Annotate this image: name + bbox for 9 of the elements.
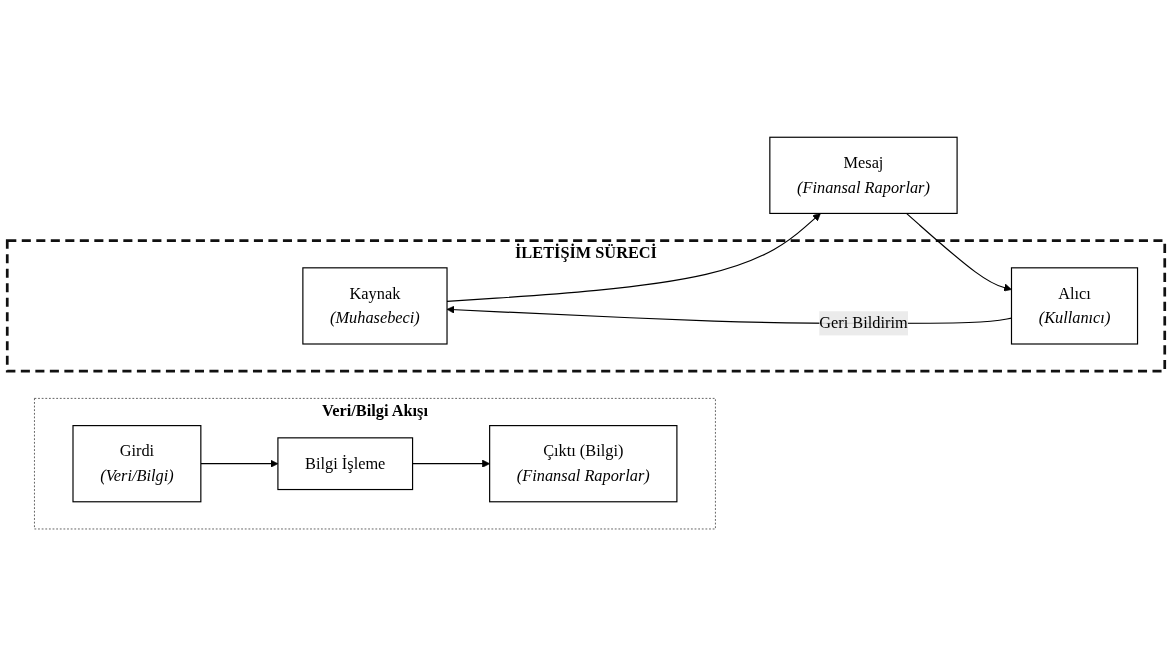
node-box: Alıcı (Kullanıcı): [1010, 267, 1139, 345]
node-box: Mesaj (Finansal Raporlar): [769, 136, 958, 214]
node-box: Çıktı (Bilgi) (Finansal Raporlar): [489, 424, 678, 503]
arrow: [412, 459, 490, 468]
node-box: Bilgi İşleme: [277, 437, 414, 490]
edge-label: Geri Bildirim: [819, 313, 908, 332]
node-box: Kaynak (Muhasebeci): [302, 267, 448, 345]
node-box: Girdi (Veri/Bilgi): [72, 424, 202, 503]
arrow: [905, 212, 1012, 292]
